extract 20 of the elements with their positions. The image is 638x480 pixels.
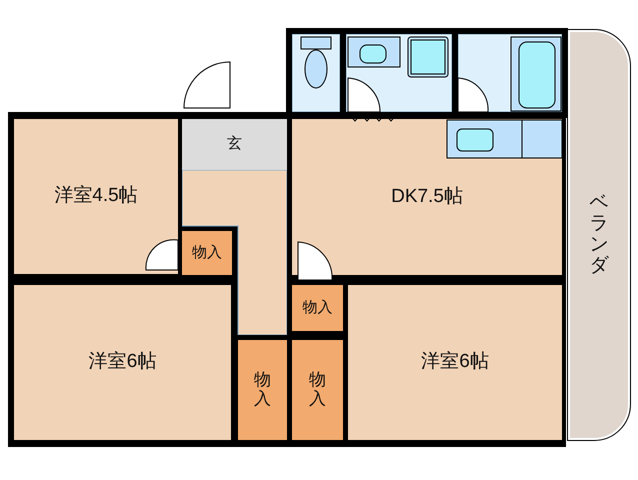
room-label: 洋室6帖 [88,350,156,374]
room-label: 洋室6帖 [421,350,489,374]
balcony [568,30,630,440]
corridor [182,170,287,335]
closet [238,340,287,440]
room-label: 物入 [302,298,332,318]
closet [292,285,343,331]
room-label: 洋室4.5帖 [54,184,138,208]
closet [292,340,343,440]
room-label: 玄 [227,134,242,154]
entrance-area [182,119,287,170]
room-label: 物入 [192,242,222,263]
room [14,285,231,440]
closet [182,231,232,275]
room-label: 物入 [254,371,271,409]
room-label: ベランダ [590,193,608,277]
room-label: 物入 [309,371,326,409]
room [348,285,562,440]
room [14,119,178,274]
room-label: DK7.5帖 [391,184,463,209]
